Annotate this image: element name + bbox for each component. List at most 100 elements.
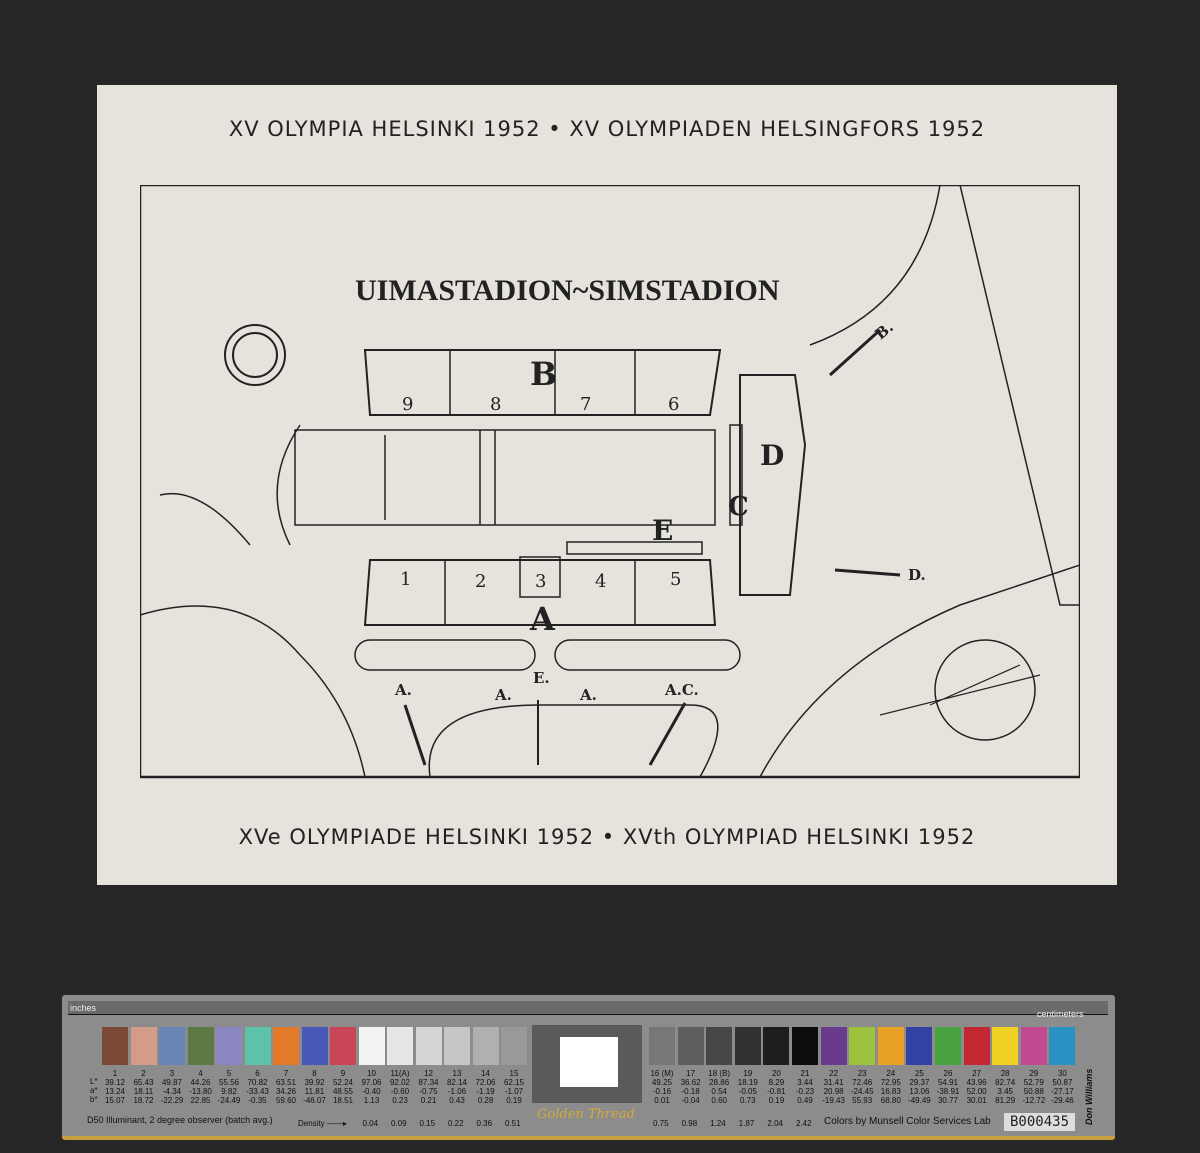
color-patch-3: [159, 1027, 185, 1065]
color-patch-16: [649, 1027, 675, 1065]
stand-b: [363, 349, 722, 416]
entrance-a-1: A.: [394, 681, 412, 699]
gray-card: [532, 1025, 642, 1103]
section-5: 5: [670, 569, 681, 590]
density-value: 0.98: [681, 1119, 698, 1128]
entrance-ac: A.C.: [664, 681, 699, 699]
density-value: 1.24: [710, 1119, 726, 1128]
density-value: 0.22: [448, 1119, 464, 1128]
color-patch-28: [992, 1027, 1019, 1065]
stand-label-c: C: [728, 492, 749, 522]
color-patch-8: [301, 1027, 328, 1065]
entrance-d: D.: [908, 566, 926, 584]
entrance-b: B.: [872, 318, 897, 343]
stand-label-b: B: [530, 355, 557, 393]
ruler: [68, 1001, 1108, 1015]
entrance-a-2: A.: [494, 686, 512, 704]
section-1: 1: [400, 569, 411, 590]
section-8: 8: [490, 394, 501, 415]
entrance-a-3: A.: [579, 686, 597, 704]
density-value: 0.04: [362, 1119, 379, 1128]
color-patch-15: [501, 1027, 527, 1065]
stand-a: [363, 559, 717, 626]
illuminant-note: D50 Illuminant, 2 degree observer (batch…: [87, 1115, 273, 1125]
serial-number: B000435: [1004, 1113, 1076, 1131]
color-patch-10: [358, 1027, 385, 1065]
credit: Colors by Munsell Color Services Lab: [824, 1116, 991, 1127]
color-patch-7: [273, 1027, 299, 1065]
stadium-map: UIMASTADION~SIMSTADION B A D C E 1 2 3 4…: [140, 185, 1080, 779]
density-value: 2.42: [796, 1119, 812, 1128]
color-patch-6: [244, 1027, 271, 1065]
color-patch-19: [734, 1027, 761, 1065]
row-labels: L*a*b*: [90, 1077, 98, 1104]
color-patch-23: [849, 1027, 876, 1065]
color-patch-12: [415, 1027, 442, 1065]
color-patch-29: [1020, 1027, 1047, 1065]
section-2: 2: [475, 571, 486, 592]
density-label: Density ——▸: [298, 1119, 347, 1128]
color-patch-27: [963, 1027, 990, 1065]
color-patch-11: [387, 1027, 413, 1065]
density-value: 0.36: [476, 1119, 493, 1128]
color-patch-22: [820, 1027, 847, 1065]
density-value: 0.51: [505, 1119, 521, 1128]
color-patch-2: [130, 1027, 157, 1065]
color-patch-18: [706, 1027, 733, 1065]
density-value: 0.09: [391, 1119, 407, 1128]
stand-label-a: A: [529, 600, 556, 638]
color-patch-20: [763, 1027, 790, 1065]
color-patch-17: [677, 1027, 704, 1065]
stand-label-e: E: [652, 514, 673, 547]
ticket-bottom-title: XVe OLYMPIADE HELSINKI 1952 • XVth OLYMP…: [238, 825, 976, 849]
section-7: 7: [580, 394, 591, 415]
brand-logo: Golden Thread: [537, 1107, 635, 1122]
stand-label-d: D: [760, 439, 784, 472]
olympic-ticket: XV OLYMPIA HELSINKI 1952 • XV OLYMPIADEN…: [97, 85, 1117, 885]
color-patch-14: [472, 1027, 499, 1065]
map-title: UIMASTADION~SIMSTADION: [355, 274, 780, 307]
entrance-e: E.: [533, 669, 550, 687]
color-patch-9: [330, 1027, 356, 1065]
color-patch-4: [187, 1027, 214, 1065]
color-patch-21: [792, 1027, 818, 1065]
density-value: 1.87: [738, 1119, 755, 1128]
color-patch-1: [102, 1027, 128, 1065]
inches-label: inches: [70, 1003, 97, 1013]
ticket-top-title: XV OLYMPIA HELSINKI 1952 • XV OLYMPIADEN…: [228, 117, 986, 141]
color-patch-24: [877, 1027, 904, 1065]
density-value: 2.04: [767, 1119, 783, 1128]
color-patch-30: [1049, 1027, 1076, 1065]
section-9: 9: [402, 394, 413, 415]
section-4: 4: [595, 571, 606, 592]
stand-d: [739, 374, 807, 596]
section-3: 3: [535, 571, 546, 592]
color-patch-25: [906, 1027, 933, 1065]
